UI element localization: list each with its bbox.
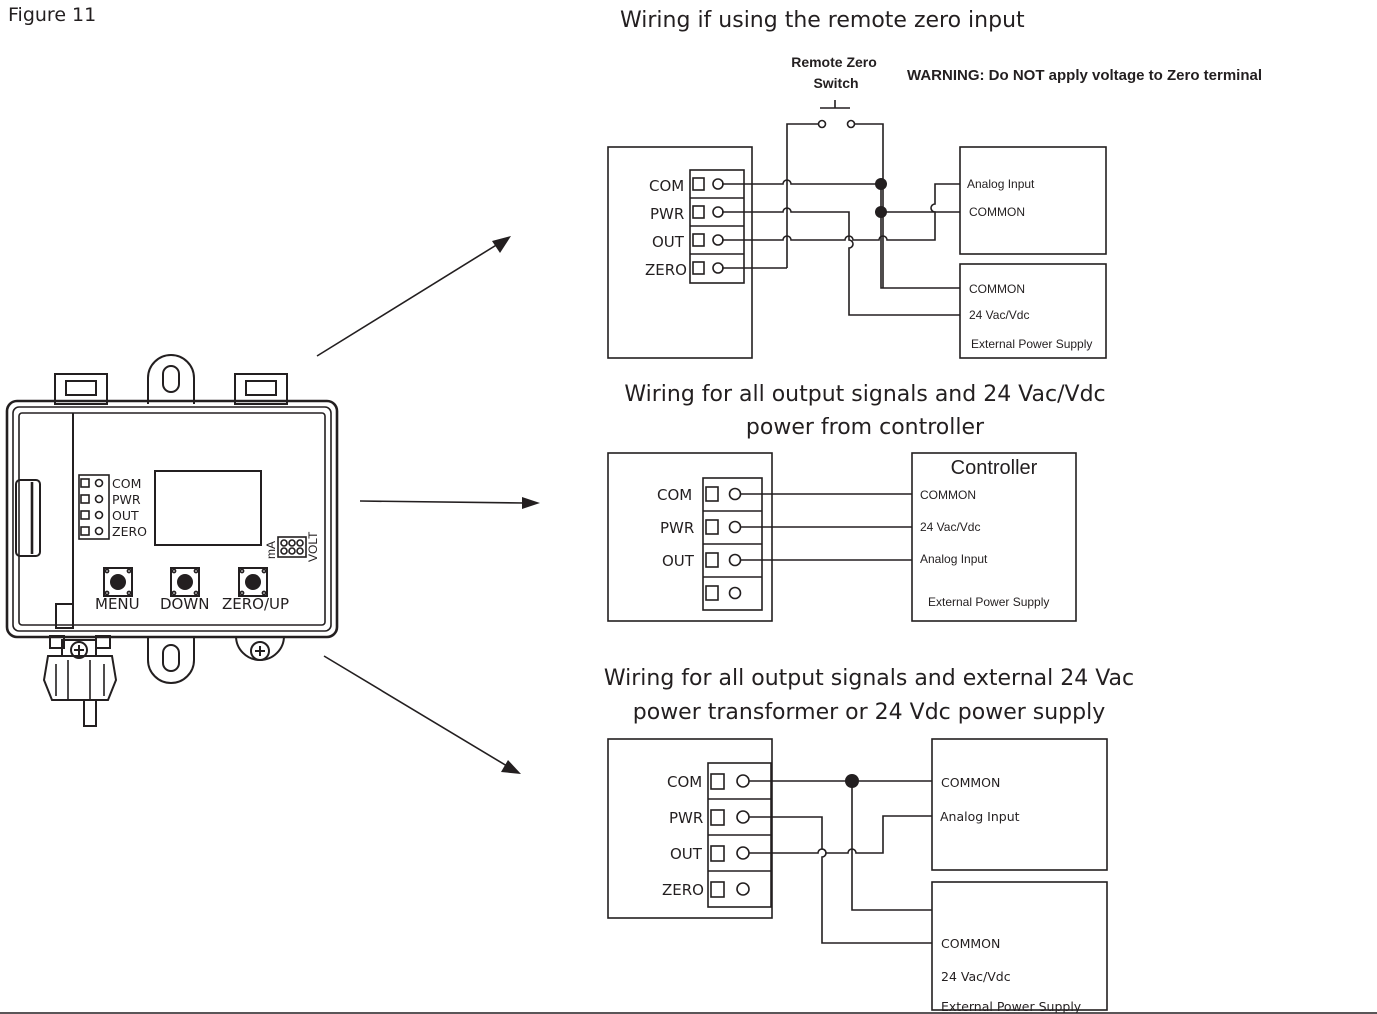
cable-gland: [42, 635, 118, 727]
d2-terminal-com: COM: [657, 486, 692, 504]
d1-ps-label: External Power Supply: [971, 337, 1092, 351]
d3-terminal-pwr: PWR: [669, 809, 703, 827]
d2-controller-analog-input: Analog Input: [920, 552, 988, 566]
d3-terminals: [708, 773, 771, 898]
device-display: [154, 470, 262, 546]
d1-ps-common: COMMON: [969, 282, 1025, 296]
d3-sensor-box: [607, 738, 773, 919]
diagram-remote-zero: Wiring if using the remote zero input Re…: [607, 8, 1262, 359]
d3-power-supply-box: [931, 881, 1108, 1011]
d1-controller-analog-input: Analog Input: [967, 177, 1035, 191]
menu-button[interactable]: [103, 567, 133, 597]
diagram3-title-line1: Wiring for all output signals and extern…: [604, 666, 1134, 691]
device-terminal-out: OUT: [112, 508, 139, 523]
device-terminal-rows: [80, 478, 104, 536]
d2-controller-voltage: 24 Vac/Vdc: [920, 520, 980, 534]
d2-terminal-pwr: PWR: [660, 519, 694, 537]
d3-controller-common: COMMON: [941, 775, 1000, 790]
figure-label: Figure 11: [8, 4, 96, 26]
diagram1-title: Wiring if using the remote zero input: [620, 8, 1025, 33]
device-terminal-zero: ZERO: [112, 524, 147, 539]
down-button[interactable]: [170, 567, 200, 597]
d3-controller-analog-input: Analog Input: [940, 809, 1020, 824]
diagram3-title-line2: power transformer or 24 Vdc power supply: [633, 700, 1105, 725]
device-terminal-com: COM: [112, 476, 141, 491]
d1-sensor-box: [607, 146, 753, 359]
jumper-ma-label: mA: [264, 541, 278, 559]
remote-zero-switch-label-2: Switch: [813, 75, 858, 91]
d1-power-supply-box: [959, 263, 1107, 359]
d3-terminal-out: OUT: [670, 845, 703, 863]
down-button-label: DOWN: [160, 595, 209, 613]
remote-zero-switch-label-1: Remote Zero: [791, 54, 877, 70]
output-jumper[interactable]: [277, 536, 307, 558]
device-terminal-pwr: PWR: [112, 492, 141, 507]
d1-terminals: [690, 177, 744, 275]
d3-ps-voltage: 24 Vac/Vdc: [941, 969, 1011, 984]
d2-controller-common: COMMON: [920, 488, 976, 502]
d2-terminals: [703, 486, 762, 601]
d2-controller-box: [911, 452, 1077, 622]
d2-controller-footer: External Power Supply: [928, 595, 1049, 609]
diagram2-title-line1: Wiring for all output signals and 24 Vac…: [624, 382, 1105, 407]
jumper-volt-label: VOLT: [306, 531, 320, 562]
diagram2-title-line2: power from controller: [746, 415, 985, 440]
d1-terminal-zero: ZERO: [645, 261, 687, 279]
arrows: [316, 236, 540, 774]
d1-terminal-com: COM: [649, 177, 684, 195]
d1-controller-common: COMMON: [969, 205, 1025, 219]
zero-up-button-label: ZERO/UP: [222, 595, 289, 613]
d3-ps-common: COMMON: [941, 936, 1000, 951]
transmitter-device: COM PWR OUT ZERO mA VOLT: [5, 354, 339, 727]
d2-terminal-out: OUT: [662, 552, 695, 570]
d3-terminal-zero: ZERO: [662, 881, 704, 899]
d1-terminal-out: OUT: [652, 233, 685, 251]
zero-terminal-warning: WARNING: Do NOT apply voltage to Zero te…: [907, 67, 1262, 84]
diagram-external-power: Wiring for all output signals and extern…: [604, 666, 1134, 1014]
d3-terminal-com: COM: [667, 773, 702, 791]
d1-wires: [722, 178, 960, 316]
diagram-controller-power: Wiring for all output signals and 24 Vac…: [607, 382, 1106, 622]
d1-controller-box: [959, 146, 1107, 255]
d2-controller-title: Controller: [951, 457, 1038, 479]
menu-button-label: MENU: [95, 595, 140, 613]
d1-ps-voltage: 24 Vac/Vdc: [969, 308, 1029, 322]
remote-zero-switch: [786, 100, 884, 288]
d3-ps-label: External Power Supply: [941, 999, 1082, 1014]
zero-up-button[interactable]: [238, 567, 268, 597]
d1-terminal-pwr: PWR: [650, 205, 684, 223]
d3-controller-box: [931, 738, 1108, 871]
d3-wires: [749, 774, 932, 944]
d2-sensor-box: [607, 452, 773, 622]
d2-wires: [740, 493, 912, 561]
